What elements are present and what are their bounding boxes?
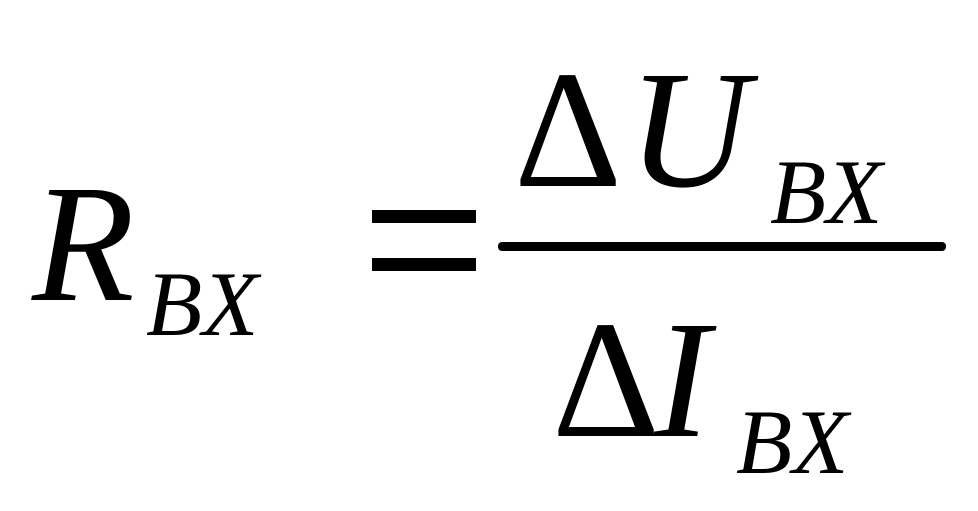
fraction-line	[498, 242, 946, 251]
equals-top-bar	[372, 210, 476, 223]
denominator-symbol: I	[654, 287, 710, 473]
lhs-subscript: BX	[146, 253, 259, 355]
numerator-delta: Δ	[514, 37, 623, 223]
denominator-delta: Δ	[552, 287, 661, 473]
equals-text: =	[372, 200, 373, 201]
lhs-symbol: R	[32, 151, 135, 337]
numerator-subscript: BX	[770, 141, 883, 243]
equals-bottom-bar	[372, 258, 476, 271]
denominator-subscript: BX	[736, 391, 849, 493]
numerator-symbol: U	[628, 37, 750, 223]
